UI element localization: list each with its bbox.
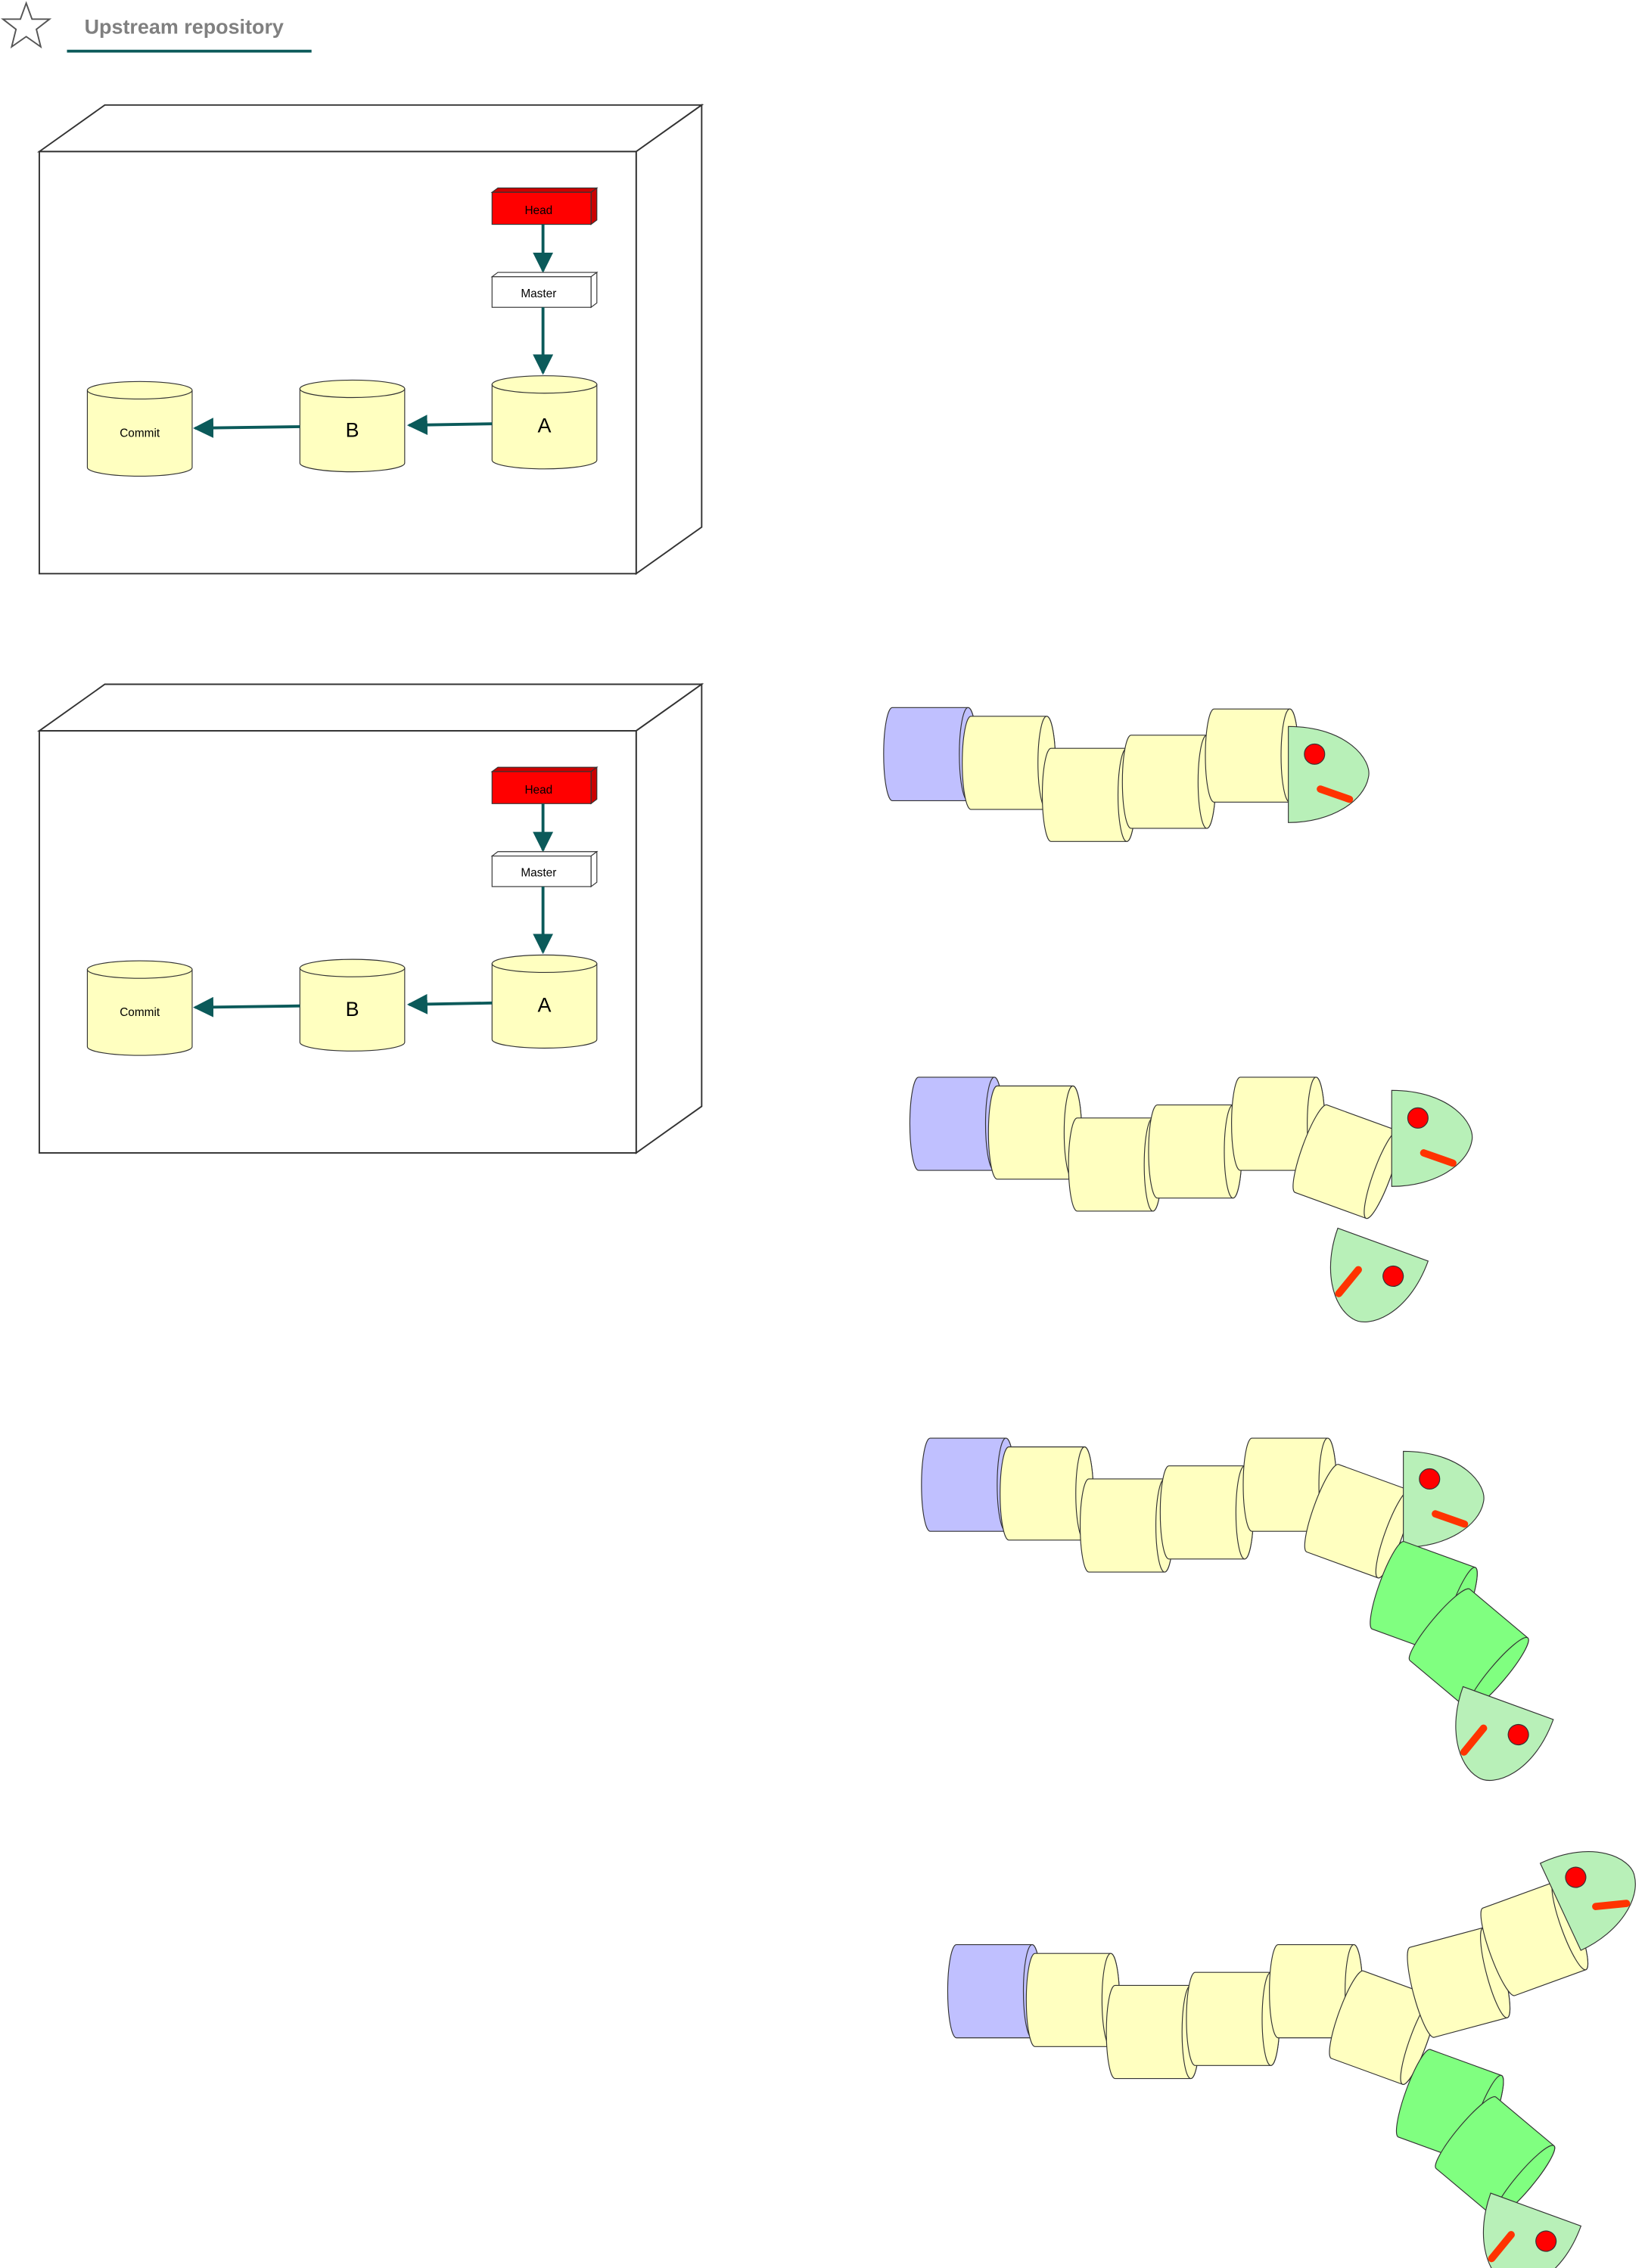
arrow	[406, 415, 493, 436]
commit-label: A	[538, 415, 552, 437]
commit-node: A	[491, 954, 598, 1049]
eye-icon	[1304, 743, 1326, 765]
head-pointer: Head	[490, 766, 599, 805]
tongue-icon	[1460, 1724, 1488, 1756]
snake-3	[921, 1437, 1554, 1781]
header: Upstream repository	[1, 1, 312, 53]
snake-segment	[987, 1085, 1083, 1180]
tongue-icon	[1317, 785, 1354, 803]
eye-icon	[1407, 1107, 1429, 1129]
commit-label: A	[538, 993, 552, 1016]
commit-node: Commit	[86, 381, 193, 477]
snake-segment	[1025, 1953, 1121, 2047]
branch-label: Master	[521, 866, 556, 879]
tongue-icon	[1592, 1900, 1631, 1910]
snake-head	[1391, 1089, 1473, 1187]
snake-segment	[1105, 1984, 1200, 2080]
snake-segment	[1186, 1971, 1280, 2066]
repository-box: Head Master A B Commit	[36, 682, 704, 1154]
commit-label: B	[346, 998, 359, 1021]
snake-segment	[1121, 735, 1217, 829]
head-label: Head	[524, 784, 552, 797]
commit-label: Commit	[120, 427, 160, 440]
branch-pointer: Master	[490, 850, 599, 888]
snake-segment	[1159, 1465, 1255, 1560]
page-title: Upstream repository	[85, 16, 284, 39]
commit-label: Commit	[120, 1006, 160, 1019]
snake-head-branch	[1329, 1227, 1429, 1322]
snake-2	[909, 1077, 1473, 1322]
head-pointer: Head	[490, 187, 599, 225]
snake-segment	[1304, 1464, 1413, 1579]
eye-icon	[1419, 1468, 1441, 1490]
snake-4	[947, 1851, 1636, 2268]
commit-node: A	[491, 375, 598, 470]
arrow	[193, 996, 300, 1017]
snake-segment	[962, 716, 1056, 810]
star-icon	[1, 1, 52, 49]
commit-node: Commit	[86, 960, 193, 1056]
eye-icon	[1565, 1866, 1587, 1888]
tongue-icon	[1335, 1266, 1362, 1297]
arrow	[406, 993, 493, 1014]
snake-segment	[1068, 1117, 1162, 1212]
branch-pointer: Master	[490, 271, 599, 309]
snake-segment	[1205, 708, 1299, 803]
snake-head-branch	[1482, 2192, 1582, 2268]
eye-icon	[1382, 1265, 1404, 1288]
commit-label: B	[346, 418, 359, 441]
snake-head-branch	[1455, 1685, 1554, 1781]
snake-segment	[1407, 1927, 1511, 2038]
tongue-icon	[1432, 1510, 1469, 1528]
tongue-icon	[1488, 2231, 1515, 2263]
snake-head	[1288, 725, 1370, 823]
arrow	[193, 418, 300, 439]
snake-head	[1539, 1851, 1636, 1951]
tongue-icon	[1420, 1149, 1457, 1167]
snake-illustrations	[883, 707, 1636, 2268]
branch-label: Master	[521, 287, 556, 300]
snake-segment	[1000, 1446, 1094, 1541]
head-label: Head	[524, 204, 552, 217]
snake-head	[1403, 1450, 1485, 1548]
snake-segment	[1148, 1104, 1242, 1199]
snake-segment	[1041, 747, 1137, 842]
eye-icon	[1535, 2230, 1557, 2252]
repository-box: Head Master A B Commit	[36, 103, 704, 576]
commit-node: B	[299, 958, 406, 1052]
snake-segment	[1079, 1478, 1174, 1573]
commit-node: B	[299, 379, 406, 473]
snake-1	[883, 707, 1370, 842]
eye-icon	[1507, 1723, 1529, 1746]
